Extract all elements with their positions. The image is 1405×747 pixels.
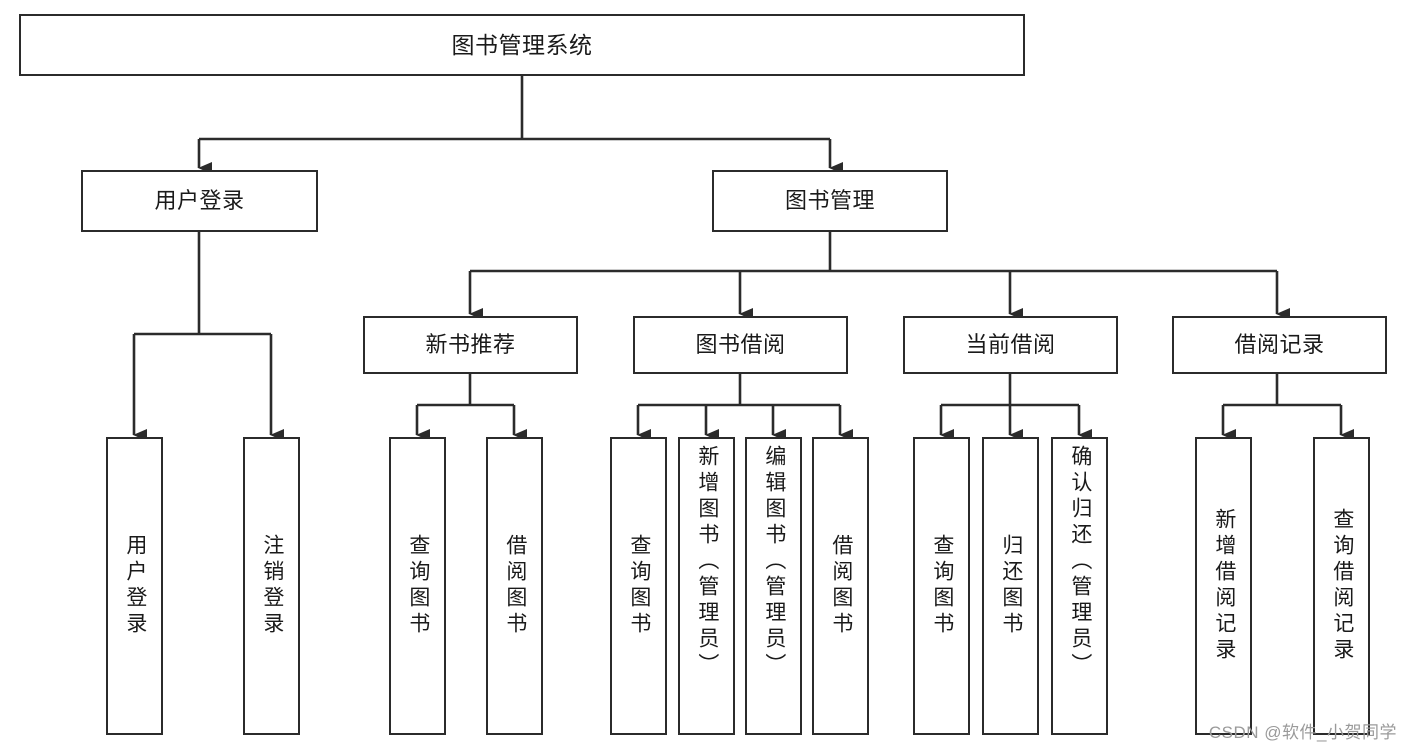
node-label: 当前借阅 (965, 332, 1056, 358)
node-root-system[interactable]: 图书管理系统 (19, 14, 1025, 76)
leaf-current-return-book[interactable]: 归还图书 (982, 437, 1039, 735)
node-user-login[interactable]: 用户登录 (81, 170, 318, 232)
node-label: 查询图书 (406, 534, 430, 638)
leaf-current-confirm-return-admin[interactable]: 确认归还（管理员） (1051, 437, 1108, 735)
node-label: 用户登录 (154, 188, 245, 214)
node-label: 借阅图书 (829, 534, 853, 638)
node-label: 新增借阅记录 (1212, 508, 1236, 664)
node-label: 注销登录 (260, 534, 284, 638)
leaf-record-add-borrow-record[interactable]: 新增借阅记录 (1195, 437, 1252, 735)
leaf-borrow-edit-book-admin[interactable]: 编辑图书（管理员） (745, 437, 802, 735)
node-label: 新增图书（管理员） (695, 445, 719, 679)
leaf-recommend-borrow-book[interactable]: 借阅图书 (486, 437, 543, 735)
csdn-watermark: CSDN @软件_小贺同学 (1208, 723, 1397, 742)
leaf-borrow-add-book-admin[interactable]: 新增图书（管理员） (678, 437, 735, 735)
node-label: 确认归还（管理员） (1068, 445, 1092, 679)
leaf-borrow-query-book[interactable]: 查询图书 (610, 437, 667, 735)
node-label: 新书推荐 (425, 332, 516, 358)
node-label: 查询图书 (930, 534, 954, 638)
node-new-book-recommend[interactable]: 新书推荐 (363, 316, 578, 374)
leaf-user-login-signin[interactable]: 用户登录 (106, 437, 163, 735)
node-label: 图书借阅 (695, 332, 786, 358)
node-book-borrow[interactable]: 图书借阅 (633, 316, 848, 374)
node-label: 借阅记录 (1234, 332, 1325, 358)
node-label: 用户登录 (123, 534, 147, 638)
node-book-management[interactable]: 图书管理 (712, 170, 948, 232)
leaf-current-query-book[interactable]: 查询图书 (913, 437, 970, 735)
node-label: 归还图书 (999, 534, 1023, 638)
node-borrow-record[interactable]: 借阅记录 (1172, 316, 1387, 374)
node-label: 图书管理 (784, 188, 875, 214)
node-label: 查询图书 (627, 534, 651, 638)
node-label: 图书管理系统 (451, 31, 593, 58)
node-current-borrow[interactable]: 当前借阅 (903, 316, 1118, 374)
leaf-borrow-borrow-book[interactable]: 借阅图书 (812, 437, 869, 735)
node-label: 查询借阅记录 (1330, 508, 1354, 664)
leaf-record-query-borrow-record[interactable]: 查询借阅记录 (1313, 437, 1370, 735)
node-label: 编辑图书（管理员） (762, 445, 786, 679)
leaf-recommend-query-book[interactable]: 查询图书 (389, 437, 446, 735)
leaf-user-login-signout[interactable]: 注销登录 (243, 437, 300, 735)
node-label: 借阅图书 (503, 534, 527, 638)
